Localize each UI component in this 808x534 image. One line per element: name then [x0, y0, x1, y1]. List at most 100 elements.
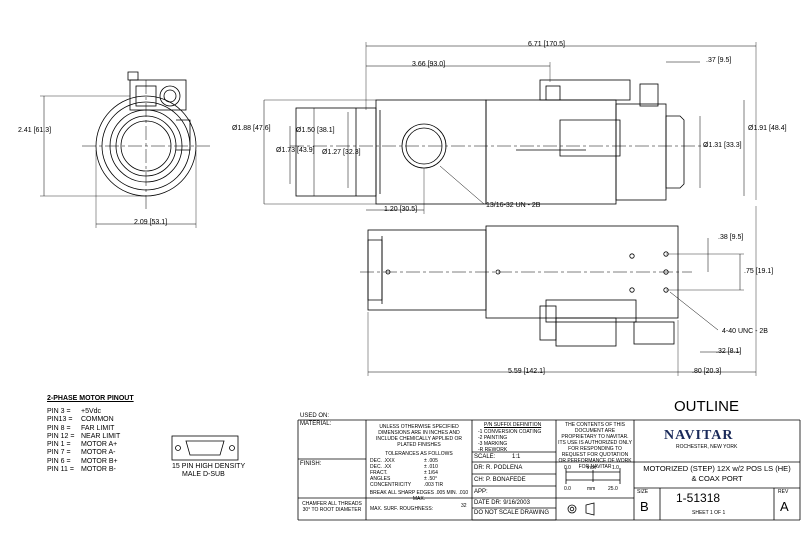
dim-hole-offset: .38 [9.5] — [718, 234, 744, 241]
suffix-row: -3 MARKING — [478, 441, 508, 447]
connector-label-1: 15 PIN HIGH DENSITY — [172, 463, 246, 470]
checked-by: CH: P. BONAFEDE — [474, 477, 526, 483]
pinout-row: PIN 6 = MOTOR B+ — [47, 458, 120, 466]
dim-body-length: 5.59 [142.1] — [508, 368, 545, 375]
dim-overall-length: 6.71 [170.5] — [528, 41, 565, 48]
pin-number: PIN 3 = — [47, 408, 71, 415]
tolerance-table: DEC. .XXX ± .005 DEC. .XX ± .010 FRACT.± 1… — [370, 458, 443, 488]
suffix-list: -1 CONVERSION COATING -2 PAINTING -3 MAR… — [478, 429, 541, 453]
roughness-value: 32 — [461, 503, 467, 509]
pin-signal: MOTOR A+ — [81, 441, 118, 449]
dim-end-width: 2.09 [53.1] — [134, 219, 168, 226]
pin-signal: NEAR LIMIT — [81, 432, 121, 440]
pinout-row: PIN 8 = FAR LIMIT — [47, 425, 120, 433]
pin-number: PIN 8 = — [47, 424, 71, 432]
drawing-title-1: MOTORIZED (STEP) 12X w/2 POS LS (HE) — [643, 464, 791, 473]
scalebar-mm-unit: mm — [587, 486, 596, 492]
pin-number: PIN 12 = — [47, 432, 75, 440]
thread-callout: 13/16-32 UN - 2B — [486, 202, 541, 209]
tol-key: FRACT. — [370, 470, 388, 476]
connector-label-2: MALE D-SUB — [182, 471, 225, 478]
tolerance-title: TOLERANCES AS FOLLOWS — [385, 451, 453, 457]
pin-signal: MOTOR B- — [81, 466, 116, 474]
dim-motor-offset: .37 [9.5] — [706, 57, 732, 64]
pin-signal: COMMON — [81, 416, 114, 424]
pinout-row: PIN 7 = MOTOR A- — [47, 449, 120, 457]
drawing-title-2: & COAX PORT — [691, 474, 743, 483]
tolerance-row: DEC. .XX ± .010 — [370, 464, 443, 470]
pinout-row: PIN13 = COMMON — [47, 416, 120, 424]
pin-signal: MOTOR B+ — [81, 457, 118, 465]
drawing-heading: OUTLINE — [674, 398, 740, 415]
company-logo: NAVITAR — [664, 428, 734, 443]
company-location: ROCHESTER, NEW YORK — [676, 444, 738, 450]
finish-label: FINISH: — [300, 461, 322, 467]
pin-number: PIN13 = — [47, 416, 73, 424]
tol-value: ± .005 — [424, 458, 438, 464]
material-label: MATERIAL: — [300, 421, 332, 427]
pin-number: PIN 1 = — [47, 441, 71, 449]
scalebar-inch-unit: inch — [587, 465, 597, 471]
bottom-view — [360, 206, 757, 376]
approved-by: APP: — [474, 489, 488, 495]
dim-dia-191: Ø1.91 [48.4] — [748, 125, 787, 132]
pinout-row: PIN 11 = MOTOR B- — [47, 466, 120, 474]
scalebar-mm-end: 25.0 — [608, 486, 618, 492]
drawn-by: DR: R. PODLENA — [474, 465, 523, 471]
proprietary-note: THE CONTENTS OF THIS DOCUMENT ARE PROPRI… — [558, 422, 632, 470]
dim-end-height: 2.41 [61.3] — [18, 127, 52, 134]
dim-hole-spacing: .75 [19.1] — [744, 268, 774, 275]
tolerance-row: DEC. .XXX ± .005 — [370, 458, 443, 464]
pinout-title: 2-PHASE MOTOR PINOUT — [47, 395, 134, 402]
scalebar-mm-start: 0.0 — [564, 486, 571, 492]
tol-key: DEC. .XX — [370, 464, 392, 470]
pin-number: PIN 7 = — [47, 449, 71, 457]
dim-dia-188: Ø1.88 [47.6] — [232, 125, 271, 132]
rev-value: A — [780, 499, 789, 514]
dim-nose-length: .80 [20.3] — [692, 368, 722, 375]
pin-signal: +5Vdc — [81, 408, 102, 415]
dim-dia-131: Ø1.31 [33.3] — [703, 142, 742, 149]
dim-dia-173: Ø1.73 [43.9] — [276, 147, 315, 154]
tol-key: CONCENTRICITY — [370, 482, 412, 488]
used-on-label: USED ON: — [300, 413, 330, 419]
pin-signal: FAR LIMIT — [81, 424, 115, 432]
pinout-row: PIN 3 = +5Vdc — [47, 408, 120, 416]
part-number: 1-51318 — [676, 491, 721, 505]
do-not-scale-note: DO NOT SCALE DRAWING — [474, 510, 550, 516]
scalebar-inch-end: 1.0 — [612, 465, 619, 471]
tol-key: ANGLES — [370, 476, 391, 482]
tol-key: DEC. .XXX — [370, 458, 395, 464]
dim-dia-150: Ø1.50 [38.1] — [296, 127, 335, 134]
pin-number: PIN 6 = — [47, 457, 71, 465]
scale-value: 1:1 — [512, 454, 521, 460]
dsub-connector — [171, 435, 239, 461]
scalebar-inch-start: 0.0 — [564, 465, 571, 471]
suffix-title: P/N SUFFIX DEFINITION — [484, 422, 542, 428]
tolerance-row: FRACT.± 1/64 — [370, 470, 443, 476]
roughness-label: MAX. SURF. ROUGHNESS: — [370, 506, 434, 512]
tol-value: ± .010 — [424, 464, 438, 470]
dim-port-distance: 1.20 [30.5] — [384, 206, 418, 213]
date-drawn: DATE DR: 9/16/2003 — [474, 500, 530, 506]
edge-note: BREAK ALL SHARP EDGES .005 MIN. .010 MAX… — [369, 490, 469, 502]
pin-signal: MOTOR A- — [81, 449, 116, 457]
title-block-frame — [297, 419, 801, 521]
pinout-row: PIN 12 = NEAR LIMIT — [47, 433, 120, 441]
dim-dia-127: Ø1.27 [32.3] — [322, 149, 361, 156]
tap-callout: 4-40 UNC - 2B — [722, 328, 768, 335]
units-note: UNLESS OTHERWISE SPECIFIED DIMENSIONS AR… — [376, 424, 462, 448]
end-view — [40, 71, 210, 228]
rev-label: REV — [778, 489, 789, 495]
dim-motor-clearance: .32 [8.1] — [716, 348, 742, 355]
scale-label: SCALE: — [474, 454, 496, 460]
dim-port-offset: 3.66 [93.0] — [412, 61, 446, 68]
tol-value: .003 TIR — [424, 482, 444, 488]
tolerance-row: ANGLES± .50° — [370, 476, 443, 482]
pin-number: PIN 11 = — [47, 466, 74, 474]
sheet-number: SHEET 1 OF 1 — [692, 510, 726, 516]
suffix-row: -R REWORK — [478, 447, 508, 453]
chamfer-note: CHAMFER ALL THREADS 30° TO ROOT DIAMETER — [302, 501, 362, 513]
pinout-list: PIN 3 = +5Vdc PIN13 = COMMON PIN 8 = FAR LI… — [47, 408, 120, 474]
